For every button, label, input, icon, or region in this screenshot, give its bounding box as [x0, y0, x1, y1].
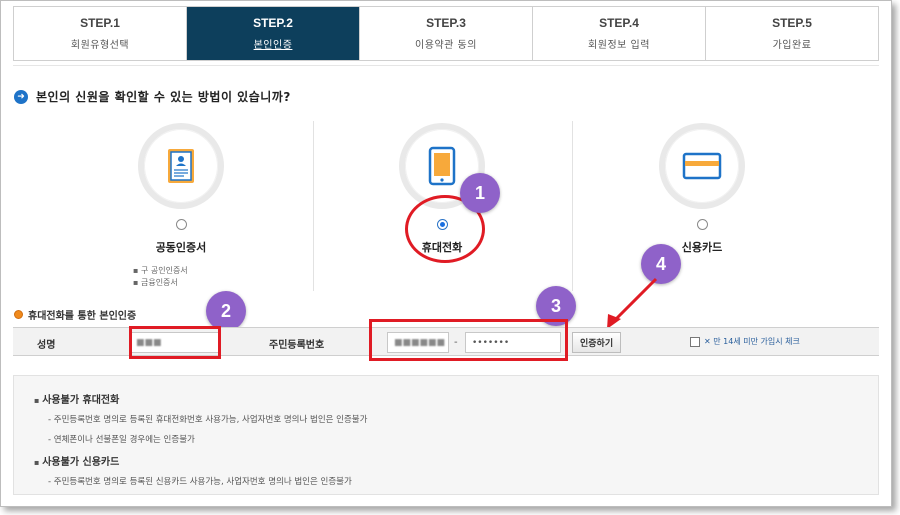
under14-checkbox[interactable]	[690, 336, 700, 347]
step-1: STEP.1 회원유형선택	[14, 7, 187, 60]
step-number: STEP.2	[253, 16, 293, 30]
notice-heading: 사용불가 신용카드	[34, 453, 878, 468]
divider	[13, 65, 879, 66]
step-4: STEP.4 회원정보 입력	[533, 7, 706, 60]
rrn-front-input[interactable]: ■■■■■■	[387, 332, 449, 353]
step-name: 가입완료	[772, 40, 812, 51]
under14-option[interactable]: ✕ 만 14세 미만 가입시 체크	[690, 336, 800, 347]
annotation-badge: 4	[641, 244, 681, 284]
verification-question: ➜ 본인의 신원을 확인할 수 있는 방법이 있습니까?	[14, 88, 291, 105]
notice-box: 사용불가 휴대전화 주민등록번호 명의로 등록된 휴대전화번호 사용가능, 사업…	[13, 375, 879, 495]
certificate-notes: ▪ 구 공인인증서 ▪ 금융인증서	[133, 265, 281, 289]
section-title: 휴대전화를 통한 본인인증	[28, 311, 137, 322]
note-item: ▪ 구 공인인증서	[133, 266, 188, 275]
notice-line: 연체폰이나 선불폰일 경우에는 인증불가	[48, 433, 878, 445]
rrn-dash: -	[454, 337, 458, 348]
annotation-badge: 2	[206, 291, 246, 331]
divider	[313, 121, 314, 291]
step-name: 본인인증	[253, 40, 293, 51]
annotation-circle	[405, 195, 485, 263]
method-credit-card[interactable]: 신용카드	[602, 123, 802, 255]
certificate-icon[interactable]	[138, 123, 224, 209]
under14-label: ✕ 만 14세 미만 가입시 체크	[704, 337, 800, 346]
step-number: STEP.1	[80, 16, 120, 30]
annotation-box	[129, 326, 221, 359]
credit-card-radio[interactable]	[696, 219, 708, 230]
rrn-label: 주민등록번호	[269, 340, 325, 351]
step-name: 회원유형선택	[70, 40, 130, 51]
note-item: ▪ 금융인증서	[133, 278, 178, 287]
step-number: STEP.5	[772, 16, 812, 30]
annotation-badge: 1	[460, 173, 500, 213]
question-text: 본인의 신원을 확인할 수 있는 방법이 있습니까?	[36, 90, 291, 104]
step-name: 이용약관 동의	[415, 40, 477, 51]
step-5: STEP.5 가입완료	[706, 7, 878, 60]
section-heading: 휴대전화를 통한 본인인증	[14, 307, 136, 322]
method-certificate[interactable]: 공동인증서 ▪ 구 공인인증서 ▪ 금융인증서	[81, 123, 281, 289]
bullet-icon	[14, 310, 23, 319]
step-progress-bar: STEP.1 회원유형선택 STEP.2 본인인증 STEP.3 이용약관 동의…	[13, 6, 879, 61]
step-number: STEP.4	[599, 16, 639, 30]
step-name: 회원정보 입력	[588, 40, 650, 51]
page-frame: STEP.1 회원유형선택 STEP.2 본인인증 STEP.3 이용약관 동의…	[0, 0, 892, 507]
annotation-box	[369, 319, 568, 361]
divider	[572, 121, 573, 291]
step-number: STEP.3	[426, 16, 466, 30]
mobile-phone-icon[interactable]	[399, 123, 485, 209]
certificate-radio[interactable]	[175, 219, 187, 230]
method-label: 공동인증서	[155, 241, 207, 254]
credit-card-icon[interactable]	[659, 123, 745, 209]
notice-line: 주민등록번호 명의로 등록된 신용카드 사용가능, 사업자번호 명의나 법인은 …	[48, 475, 878, 487]
arrow-right-icon: ➜	[14, 89, 28, 104]
step-2: STEP.2 본인인증	[187, 7, 360, 60]
step-3: STEP.3 이용약관 동의	[360, 7, 533, 60]
notice-heading: 사용불가 휴대전화	[34, 391, 878, 406]
verify-button[interactable]: 인증하기	[572, 332, 622, 353]
notice-line: 주민등록번호 명의로 등록된 휴대전화번호 사용가능, 사업자번호 명의나 법인…	[48, 413, 878, 425]
verification-form-row: 성명 ■■■ 주민등록번호 ■■■■■■ - ••••••• 인증하기 ✕ 만 …	[13, 327, 879, 356]
name-label: 성명	[37, 340, 56, 351]
rrn-back-input[interactable]: •••••••	[465, 332, 561, 353]
method-label: 신용카드	[681, 241, 723, 254]
